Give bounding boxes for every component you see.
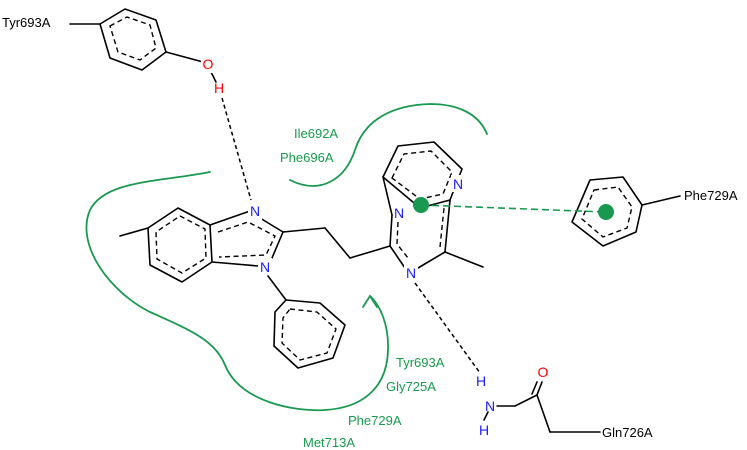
- phenylalanine-ring: [571, 176, 643, 247]
- hydrophobic-label-phe696: Phe696A: [280, 150, 334, 165]
- nitrogen-atom-n3: N: [250, 203, 260, 219]
- tyrosine-phenyl-ring: [99, 8, 167, 71]
- hydrophobic-label-met713: Met713A: [303, 435, 355, 450]
- residue-label-gln726: Gln726A: [602, 425, 653, 440]
- hydrophobic-label-gly725: Gly725A: [386, 379, 436, 394]
- oxygen-atom-gln: O: [538, 364, 549, 380]
- pi-centroid-phe729: [598, 204, 614, 220]
- hbond-gln726-imidazole: [414, 282, 481, 374]
- benzo-ring: [147, 207, 213, 283]
- hydrophobic-arrowhead: [362, 294, 378, 308]
- hydrogen-atom-gln-2: H: [479, 422, 489, 438]
- nitrogen-atom-imidazole: N: [406, 265, 416, 281]
- hydrogen-atom-tyr: H: [214, 80, 224, 96]
- nitrogen-atom-gln: N: [485, 398, 495, 414]
- pi-centroid-ligand: [413, 197, 429, 213]
- n-phenyl-ring: [273, 299, 346, 369]
- hydrophobic-contour-top: [289, 103, 488, 187]
- pi-stacking-line: [420, 204, 607, 213]
- hydrogen-atom-gln-1: H: [476, 373, 486, 389]
- hbond-tyr693-benzimidazole: [221, 97, 252, 201]
- residue-label-tyr693-top: Tyr693A: [2, 15, 51, 30]
- oxygen-atom-tyr: O: [203, 56, 214, 72]
- hydrophobic-label-tyr693: Tyr693A: [396, 355, 445, 370]
- hydrophobic-label-phe729: Phe729A: [348, 413, 402, 428]
- hydrophobic-label-ile692: Ile692A: [294, 126, 338, 141]
- nitrogen-atom-pyridazine: N: [453, 176, 463, 192]
- residue-label-phe729-right: Phe729A: [684, 188, 738, 203]
- nitrogen-atom-bridgehead: N: [394, 205, 404, 221]
- nitrogen-atom-n1: N: [260, 259, 270, 275]
- hydrophobic-contour-left: [85, 171, 389, 412]
